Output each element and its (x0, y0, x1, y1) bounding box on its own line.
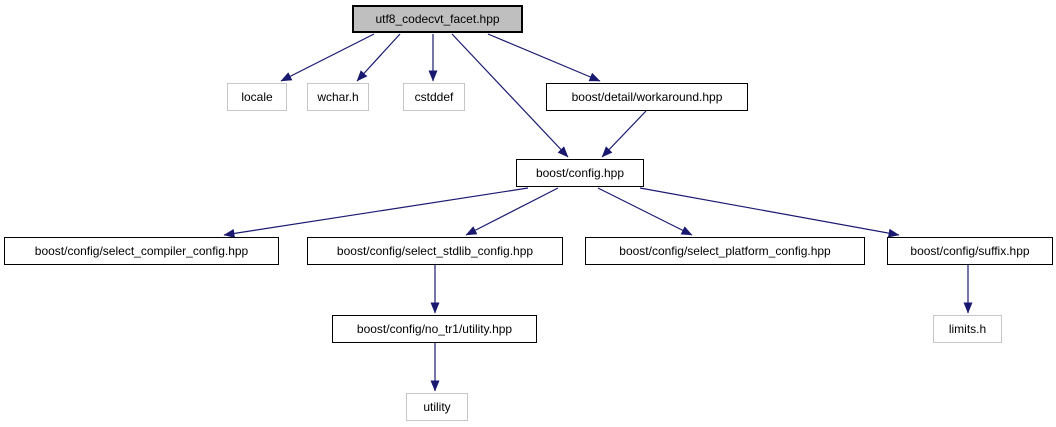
node-boost-config-select-stdlib-config[interactable]: boost/config/select_stdlib_config.hpp (307, 237, 563, 265)
node-boost-config-no-tr1-utility-hpp[interactable]: boost/config/no_tr1/utility.hpp (332, 315, 537, 343)
edge-utf8_codecvt_facet-to-wchar_h (356, 33, 401, 82)
node-limits-h: limits.h (933, 315, 1002, 343)
node-utf8-codecvt-facet-hpp: utf8_codecvt_facet.hpp (352, 5, 523, 33)
edge-config-to-select_stdlib (465, 187, 559, 236)
edge-utf8_codecvt_facet-to-locale (280, 33, 375, 82)
edge-config-to-select_platform (597, 187, 693, 236)
edge-config-to-select_compiler (223, 187, 529, 238)
node-boost-detail-workaround-hpp[interactable]: boost/detail/workaround.hpp (546, 83, 748, 111)
edge-config-to-suffix (639, 187, 900, 238)
node-utility: utility (406, 393, 468, 421)
node-boost-config-hpp[interactable]: boost/config.hpp (516, 159, 644, 187)
node-wchar-h: wchar.h (307, 83, 369, 111)
node-boost-config-select-compiler-config[interactable]: boost/config/select_compiler_config.hpp (4, 237, 279, 265)
edge-workaround-to-config (601, 110, 647, 158)
node-locale: locale (227, 83, 287, 111)
edge-utf8_codecvt_facet-to-workaround (487, 33, 601, 82)
node-cstddef: cstddef (403, 83, 465, 111)
node-boost-config-suffix-hpp[interactable]: boost/config/suffix.hpp (887, 237, 1053, 265)
node-boost-config-select-platform-config[interactable]: boost/config/select_platform_config.hpp (585, 237, 865, 265)
